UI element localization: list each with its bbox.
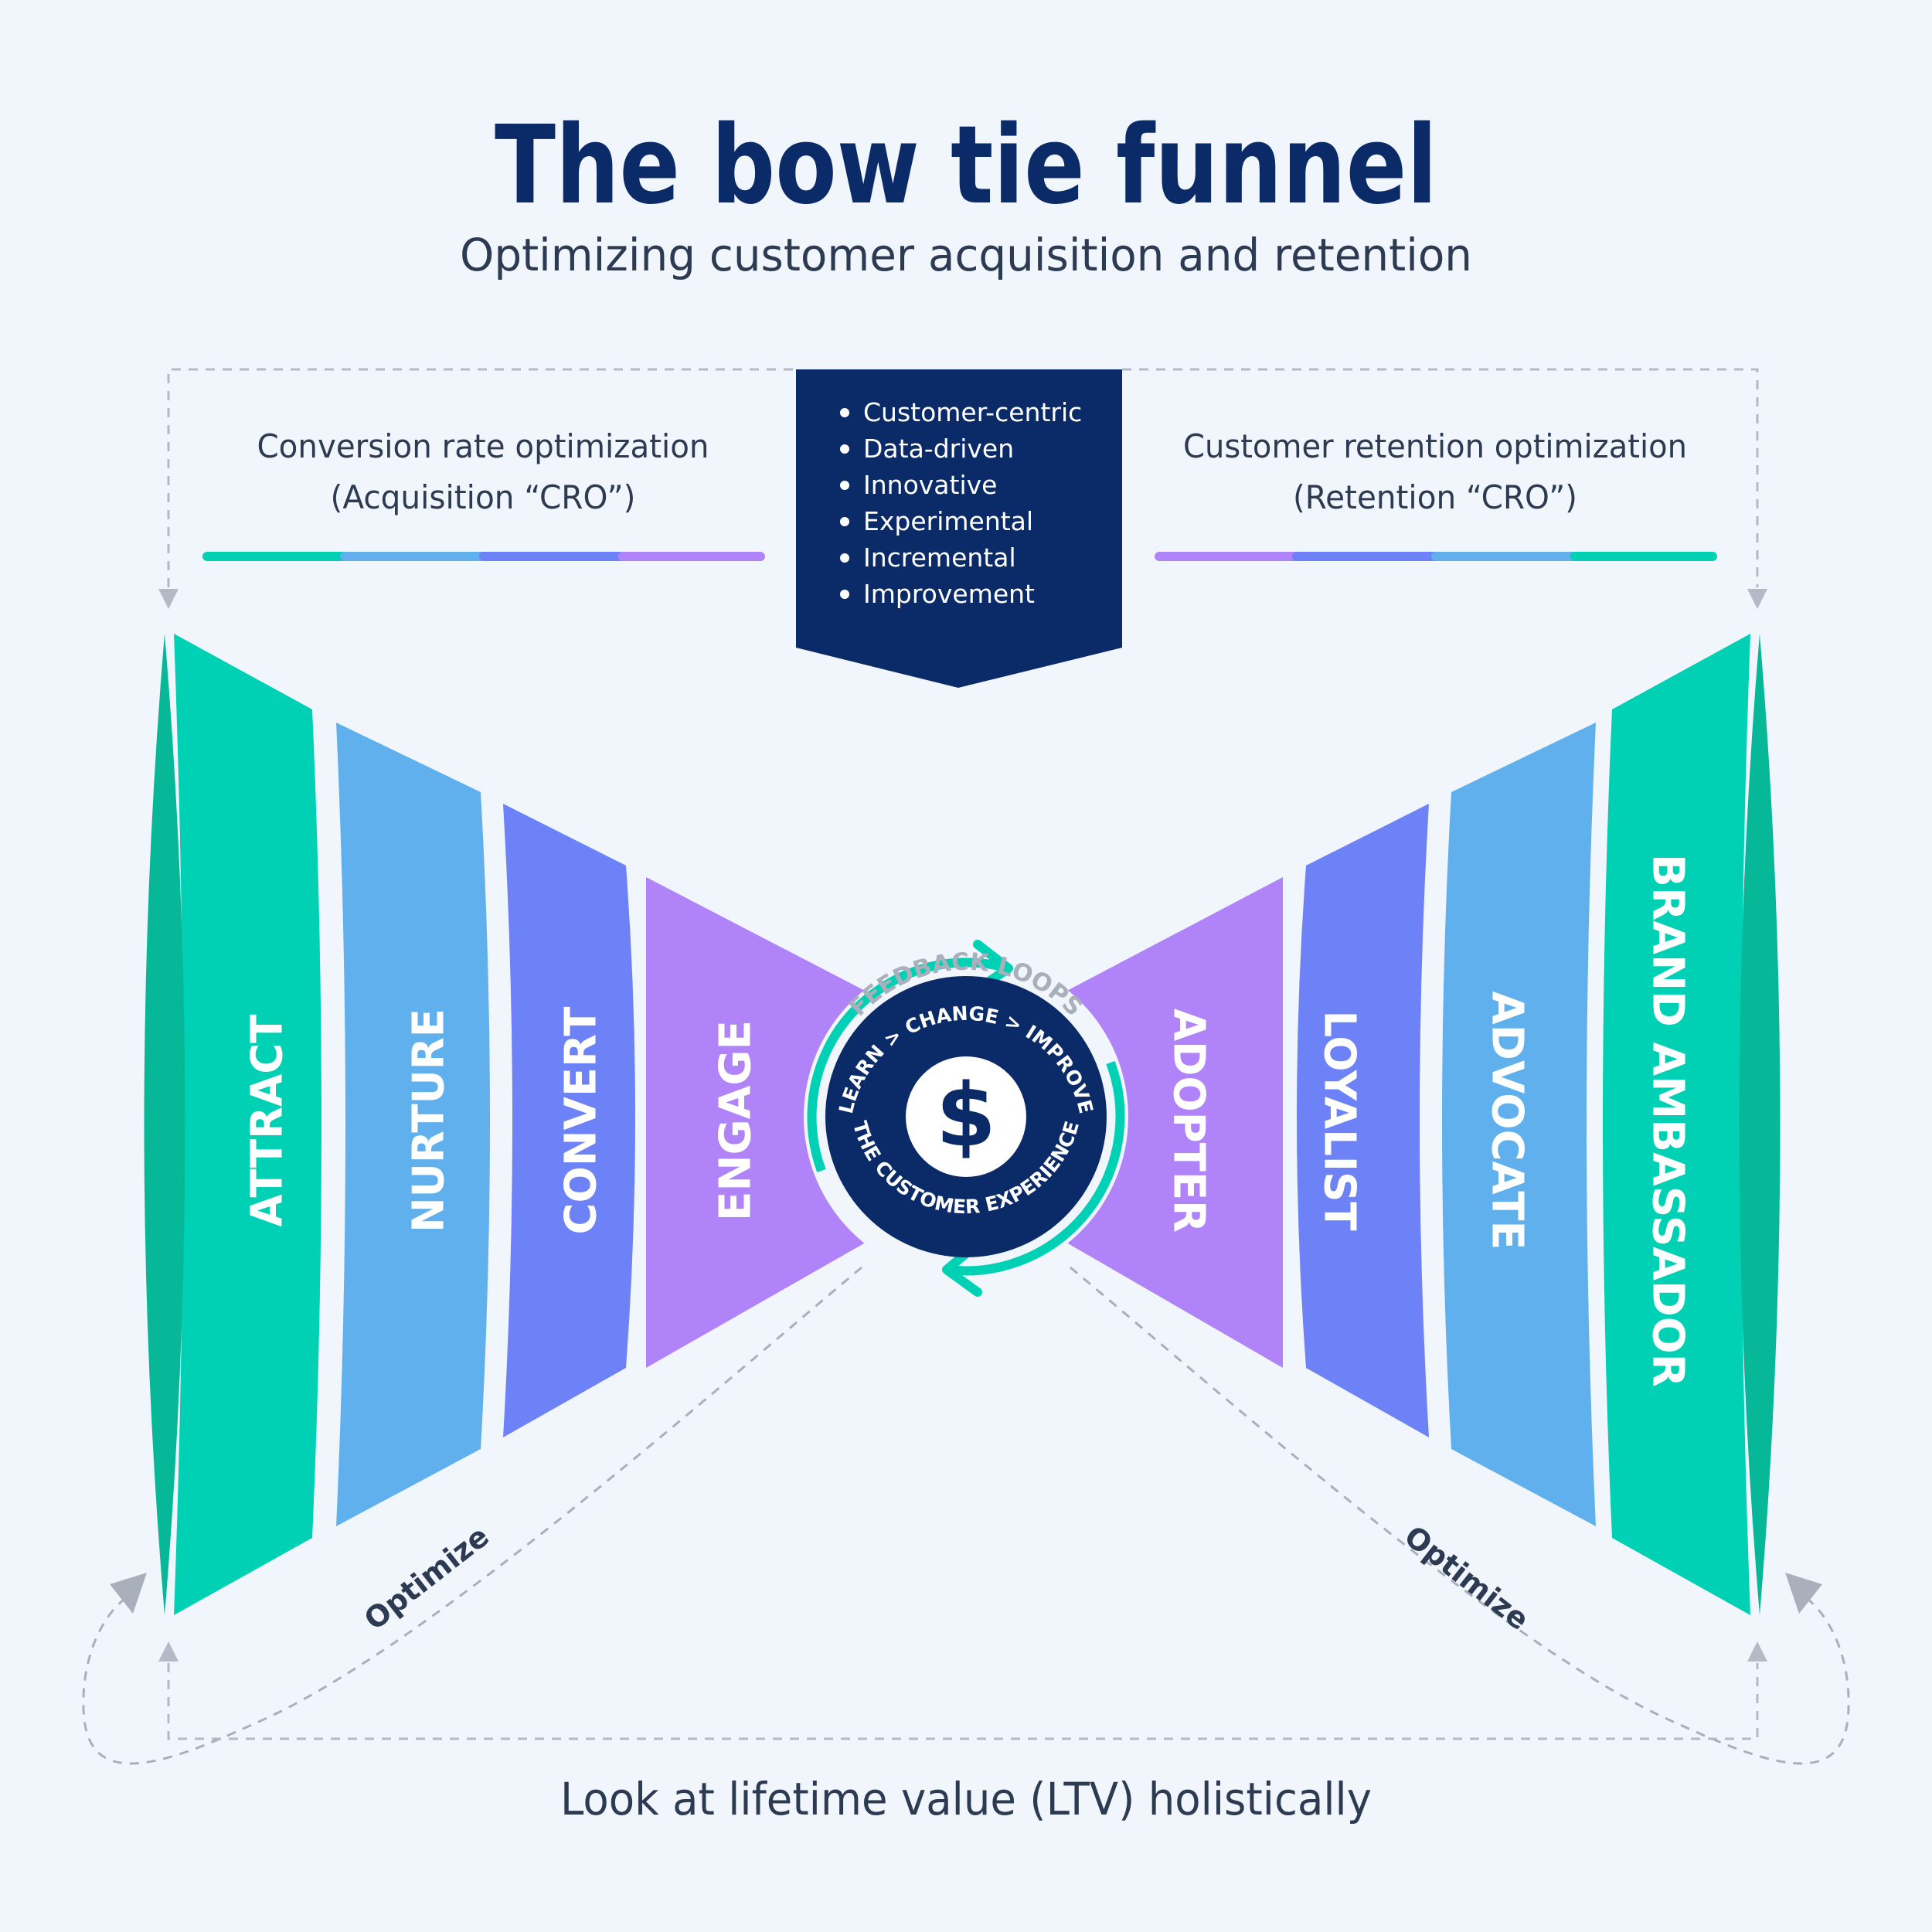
stage-label-nurture: NURTURE [404,1009,454,1233]
funnel-segment-convert [503,804,635,1437]
principles-banner [796,369,1122,688]
funnel-segment-loyalist [1297,804,1429,1437]
principle-experimental: Experimental [863,506,1033,536]
right-stage-labels: ADOPTER LOYALIST ADVOCATE BRAND AMBASSADOR [1164,854,1693,1387]
left-funnel [144,634,869,1615]
optimize-arrowhead-right [1785,1573,1822,1614]
principle-bullet-icon [840,553,849,563]
principle-customer-centric: Customer-centric [863,397,1082,427]
principle-improvement: Improvement [863,579,1035,609]
stage-label-brand-ambassador: BRAND AMBASSADOR [1643,854,1693,1387]
funnel-segment-adopter [1063,877,1283,1368]
top-dashed-bracket [167,368,1759,587]
bracket-arrow-right-top [1747,589,1767,609]
optimize-paths [82,1266,1850,1765]
optimize-label-left: Optimize [358,1519,495,1637]
funnel-rim-right [1739,634,1781,1615]
funnel-segment-attract [174,634,321,1615]
funnel-segment-advocate [1442,723,1596,1526]
principle-bullet-icon [840,444,849,454]
principles-list: Customer-centricData-drivenInnovativeExp… [840,397,1082,609]
footer-caption: Look at lifetime value (LTV) holisticall… [560,1773,1372,1825]
principle-bullet-icon [840,408,849,417]
stage-label-convert: CONVERT [556,1007,607,1235]
funnel-segment-engage [646,877,869,1368]
feedback-arc-bottom [946,1060,1125,1276]
dollar-disc [906,1056,1026,1177]
optimize-arrowhead-left [110,1573,147,1614]
left-stage-labels: ATTRACT NURTURE CONVERT ENGAGE [243,1007,761,1235]
principle-innovative: Innovative [863,470,997,500]
left-heading-line1: Conversion rate optimization [257,427,709,465]
feedback-arc-top [807,957,1010,1173]
stage-label-advocate: ADVOCATE [1482,992,1532,1250]
bracket-arrow-left-bottom [158,1641,179,1662]
bottom-dashed-bracket [167,1663,1759,1740]
bracket-arrow-right-bottom [1747,1641,1767,1662]
principle-data-driven: Data-driven [863,434,1014,464]
stage-label-attract: ATTRACT [243,1015,293,1227]
stage-label-loyalist: LOYALIST [1315,1011,1365,1231]
funnel-rim-left [144,634,185,1615]
bracket-arrow-left-top [158,589,179,609]
principle-bullet-icon [840,590,849,599]
left-heading-line2: (Acquisition “CRO”) [331,478,636,516]
right-heading-line1: Customer retention optimization [1183,427,1687,465]
funnel-segment-brand-ambassador [1603,634,1750,1615]
dollar-icon: $ [936,1066,996,1166]
page-subtitle: Optimizing customer acquisition and rete… [460,229,1472,281]
stage-label-adopter: ADOPTER [1164,1009,1214,1233]
stage-label-engage: ENGAGE [711,1020,761,1221]
page-title: The bow tie funnel [495,103,1437,229]
principle-incremental: Incremental [863,543,1016,573]
feedback-loop: $ LEARN > CHANGE > IMPROVE THE CUSTOMER … [804,940,1128,1297]
funnel-segment-nurture [336,723,490,1526]
principle-bullet-icon [840,481,849,490]
principle-bullet-icon [840,517,849,526]
optimize-label-right: Optimize [1398,1519,1536,1637]
right-heading-line2: (Retention “CRO”) [1293,478,1577,516]
right-funnel [1063,634,1781,1615]
